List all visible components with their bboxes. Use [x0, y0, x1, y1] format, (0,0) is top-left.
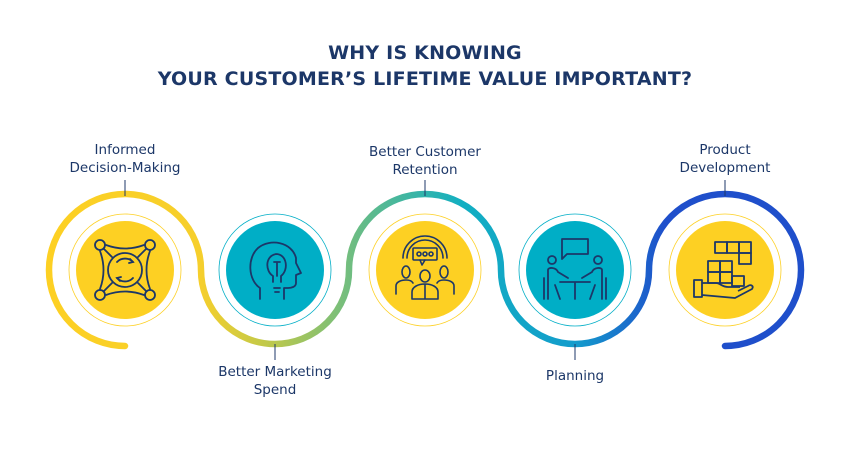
step-circle-4 [518, 213, 632, 327]
collaboration-cycle-icon [94, 239, 156, 301]
step-circle-5 [668, 213, 782, 327]
step-label-2: Better Marketing Spend [175, 363, 375, 399]
step-label-5: Product Development [625, 141, 825, 177]
step-label-2-line-1: Better Marketing [218, 364, 332, 380]
title-line-1: WHY IS KNOWING [328, 42, 522, 64]
step-label-3-line-2: Retention [392, 162, 458, 178]
hand-boxes-icon [693, 241, 754, 299]
customer-group-chat-icon [395, 235, 455, 300]
step-label-4-line-1: Planning [545, 368, 605, 384]
head-lightbulb-icon [249, 241, 302, 300]
step-label-5-line-1: Product [699, 142, 751, 158]
meeting-table-icon [543, 238, 607, 300]
step-circle-2 [218, 213, 332, 327]
step-label-2-line-2: Spend [253, 382, 297, 398]
step-label-4: Planning [475, 367, 675, 385]
title-line-2: YOUR CUSTOMER’S LIFETIME VALUE IMPORTANT… [157, 68, 693, 90]
page-title: WHY IS KNOWING YOUR CUSTOMER’S LIFETIME … [0, 40, 850, 92]
step-label-3: Better Customer Retention [325, 143, 525, 179]
step-label-3-line-1: Better Customer [369, 144, 481, 160]
step-circle-1 [68, 213, 182, 327]
step-label-5-line-2: Development [679, 160, 771, 176]
step-label-1-line-2: Decision-Making [69, 160, 181, 176]
step-label-1-line-1: Informed [94, 142, 156, 158]
step-label-1: Informed Decision-Making [25, 141, 225, 177]
